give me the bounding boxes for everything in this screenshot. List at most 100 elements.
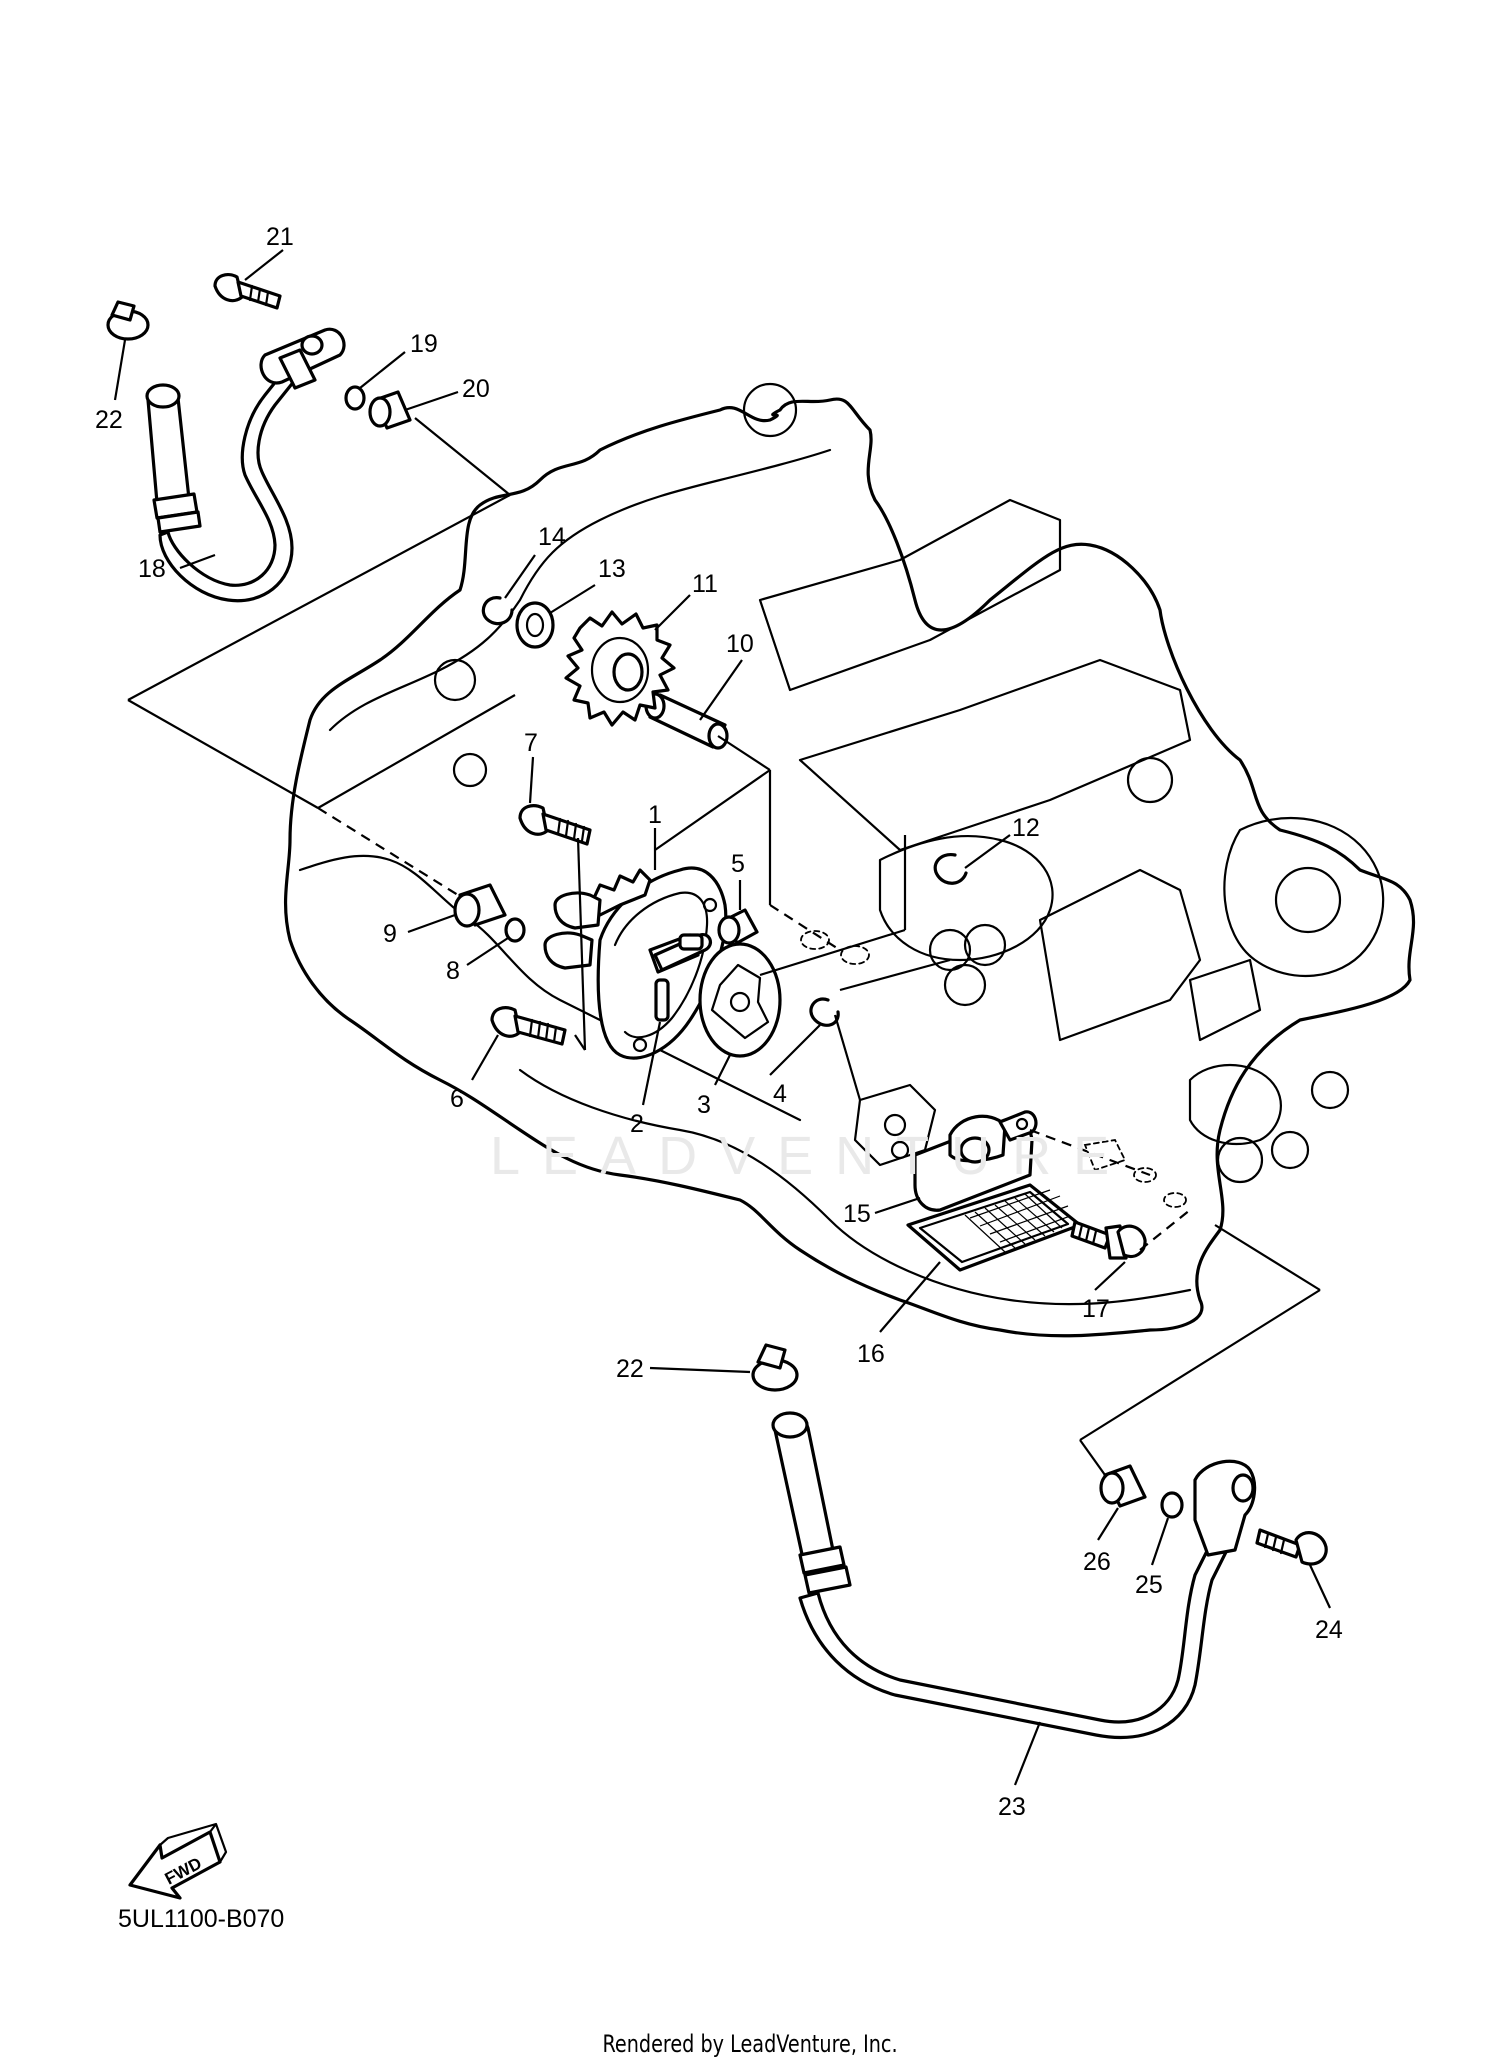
callout-leaders [113,249,1331,1786]
circlip-14 [481,596,514,626]
crankcase-mount-boss [1188,1063,1282,1145]
bolt-21-thread [248,284,270,307]
line-shaft-10 [717,735,771,771]
crankcase-cover-edge-2 [298,854,802,1122]
oring-25 [1160,1491,1184,1519]
callout-18: 18 [138,555,166,583]
line-6-bracket [574,1034,586,1051]
line-11-right [654,769,771,851]
crankcase-cylinder-base [1038,868,1202,1042]
diagram-code: 5UL1100-B070 [118,1905,285,1933]
callout-3: 3 [697,1091,711,1119]
leader-12 [964,834,1011,869]
callout-1: 1 [648,801,662,829]
crankcase-hole-lower [1216,1136,1264,1184]
leader-24 [1309,1564,1331,1609]
crankcase-cylinder-base-2 [1188,958,1262,1042]
bolt-6 [490,1006,567,1046]
crankcase-cover-edge [328,448,832,732]
pipe-23-tube [798,1543,1228,1740]
line-upper-chain-2 [127,699,319,809]
callout-8: 8 [446,957,460,985]
callout-22-lower: 22 [616,1355,644,1383]
crankcase-hole-lower-2 [1270,1130,1310,1170]
leader-15 [874,1196,921,1215]
callout-16: 16 [857,1340,885,1368]
callout-23: 23 [998,1793,1026,1821]
oil-pump-driven-gear [564,610,676,727]
callout-13: 13 [598,555,626,583]
leader-22-lower [649,1366,751,1374]
callout-15: 15 [843,1200,871,1228]
bolt-17-head [1116,1224,1147,1259]
crankcase-rib [758,498,1062,692]
callout-17: 17 [1082,1295,1110,1323]
crankcase-hole-upper [742,382,798,438]
crankcase-pump-seat-hole [883,1113,907,1137]
watermark: LEADVENTURE [490,1126,1132,1186]
leader-21 [244,249,284,281]
clamp-22-upper-ear [110,300,136,322]
crankcase-outline [283,397,1416,1338]
bolt-17 [1070,1220,1147,1260]
strainer-cover [913,1110,1038,1212]
leader-25 [1150,1517,1170,1566]
rotor-center [729,991,751,1013]
collar-20 [368,390,412,430]
pipe-23-bead [798,1545,846,1575]
collar-26 [1099,1464,1147,1508]
line-pump-case [833,1014,862,1101]
oring-ghost-2 [1133,1167,1157,1183]
oring-ghost-3 [1163,1192,1187,1208]
delivery-pipe-18 [145,327,346,603]
washer-13-outer [515,601,555,649]
forward-arrow-icon: FWD [128,1822,228,1900]
bolt-7-thread [556,817,586,843]
bolt-24-thread [1263,1532,1286,1555]
strainer-mesh-edge [918,1190,1070,1264]
leader-14 [504,554,536,599]
pipe-18-bead-2 [156,510,202,534]
line-rotor-case [759,928,906,977]
bolt-24-shank [1255,1528,1302,1559]
leader-2 [641,1021,662,1106]
crankcase-boss-right [1223,816,1385,978]
oring-8 [504,917,526,943]
callout-10: 10 [726,630,754,658]
pipe-18-tube [158,368,297,603]
bolt-6-thread [528,1018,558,1044]
washer-13 [515,601,555,649]
leader-19 [359,351,406,389]
callout-19: 19 [410,330,438,358]
strainer-mesh [964,1189,1071,1253]
collar-5-end [717,915,741,945]
leader-18 [179,553,216,570]
rotor-outer [698,942,782,1058]
pipe-23-hose-mouth [771,1411,809,1439]
callout-26: 26 [1083,1548,1111,1576]
leader-16 [879,1261,941,1333]
oil-pump-assy [543,866,728,1060]
leader-9 [407,913,456,934]
oil-pump-bolt-hole [702,897,718,913]
bolt-7 [518,804,592,846]
line-rotor-right [839,958,951,992]
callout-9: 9 [383,920,397,948]
fwd-arrow-depth [158,1822,228,1864]
leader-23 [1013,1721,1042,1786]
render-credit: Rendered by LeadVenture, Inc. [602,2030,898,2058]
line-upper-chain [127,494,511,701]
gear-11-hub [590,636,650,704]
crankcase-passage-2 [963,923,1007,967]
pipe-18-hose-mouth [145,383,181,409]
callout-12: 12 [1012,814,1040,842]
fwd-arrow-body [128,1830,222,1900]
callout-numbers: 1 2 3 4 5 6 7 8 9 10 11 12 13 14 15 16 1… [95,223,1343,1821]
leader-3 [714,1054,731,1086]
callout-20: 20 [462,375,490,403]
callout-24: 24 [1315,1616,1343,1644]
bolt-17-thread [1077,1223,1098,1246]
pin [654,978,670,1022]
callout-22-upper: 22 [95,406,123,434]
crankcase-pump-seat-hole-2 [890,1140,910,1160]
